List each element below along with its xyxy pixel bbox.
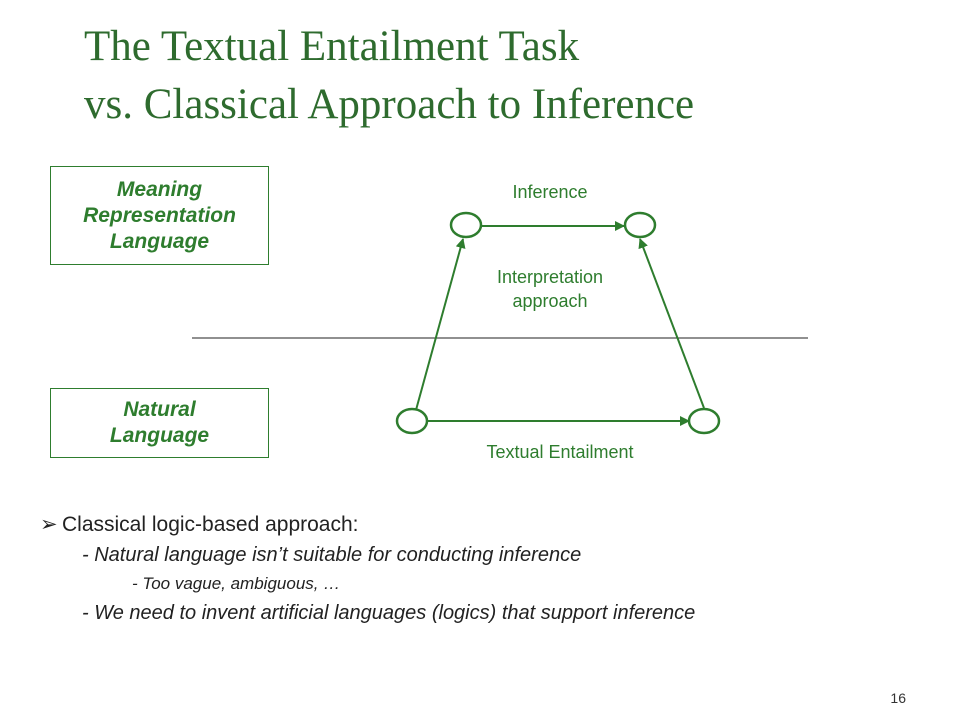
title-line-2: vs. Classical Approach to Inference (84, 81, 695, 128)
node-top-right (623, 211, 657, 239)
inference-label: Inference (512, 182, 588, 202)
bullet-subsub-1: - Too vague, ambiguous, … (132, 574, 341, 593)
box-label-line: Language (109, 424, 210, 447)
page-number: 16 (890, 690, 906, 706)
box-label-line: Language (109, 229, 210, 253)
node-top-left (449, 211, 483, 239)
slide-title: The Textual Entailment Task vs. Classica… (84, 18, 944, 134)
node-bottom-right (687, 407, 721, 435)
meaning-representation-box: Meaning Representation Language (50, 166, 269, 265)
box-label-line: Meaning (116, 177, 203, 201)
bullet-main: ➢Classical logic-based approach: (40, 510, 940, 540)
bullet-sub-2: - We need to invent artificial languages… (82, 602, 696, 624)
bullet-sub-1: - Natural language isn’t suitable for co… (82, 544, 582, 566)
arrow-bullet-icon: ➢ (40, 513, 58, 536)
title-line-1: The Textual Entailment Task (84, 23, 580, 70)
box-label-line: Natural (123, 398, 196, 421)
bullet-main-text: Classical logic-based approach: (62, 513, 359, 536)
interpretation-label-line: Interpretation (496, 267, 604, 287)
node-bottom-left (395, 407, 429, 435)
box-label-line: Representation (83, 203, 236, 227)
interpretation-label: Interpretation approach (450, 265, 650, 313)
natural-language-box: Natural Language (50, 388, 269, 458)
interpretation-arrow-right (638, 238, 705, 409)
textual-entailment-label: Textual Entailment (486, 442, 634, 462)
interpretation-label-line: approach (512, 291, 588, 311)
bullet-list: ➢Classical logic-based approach: - Natur… (40, 510, 940, 628)
interpretation-arrow-left (415, 238, 466, 411)
